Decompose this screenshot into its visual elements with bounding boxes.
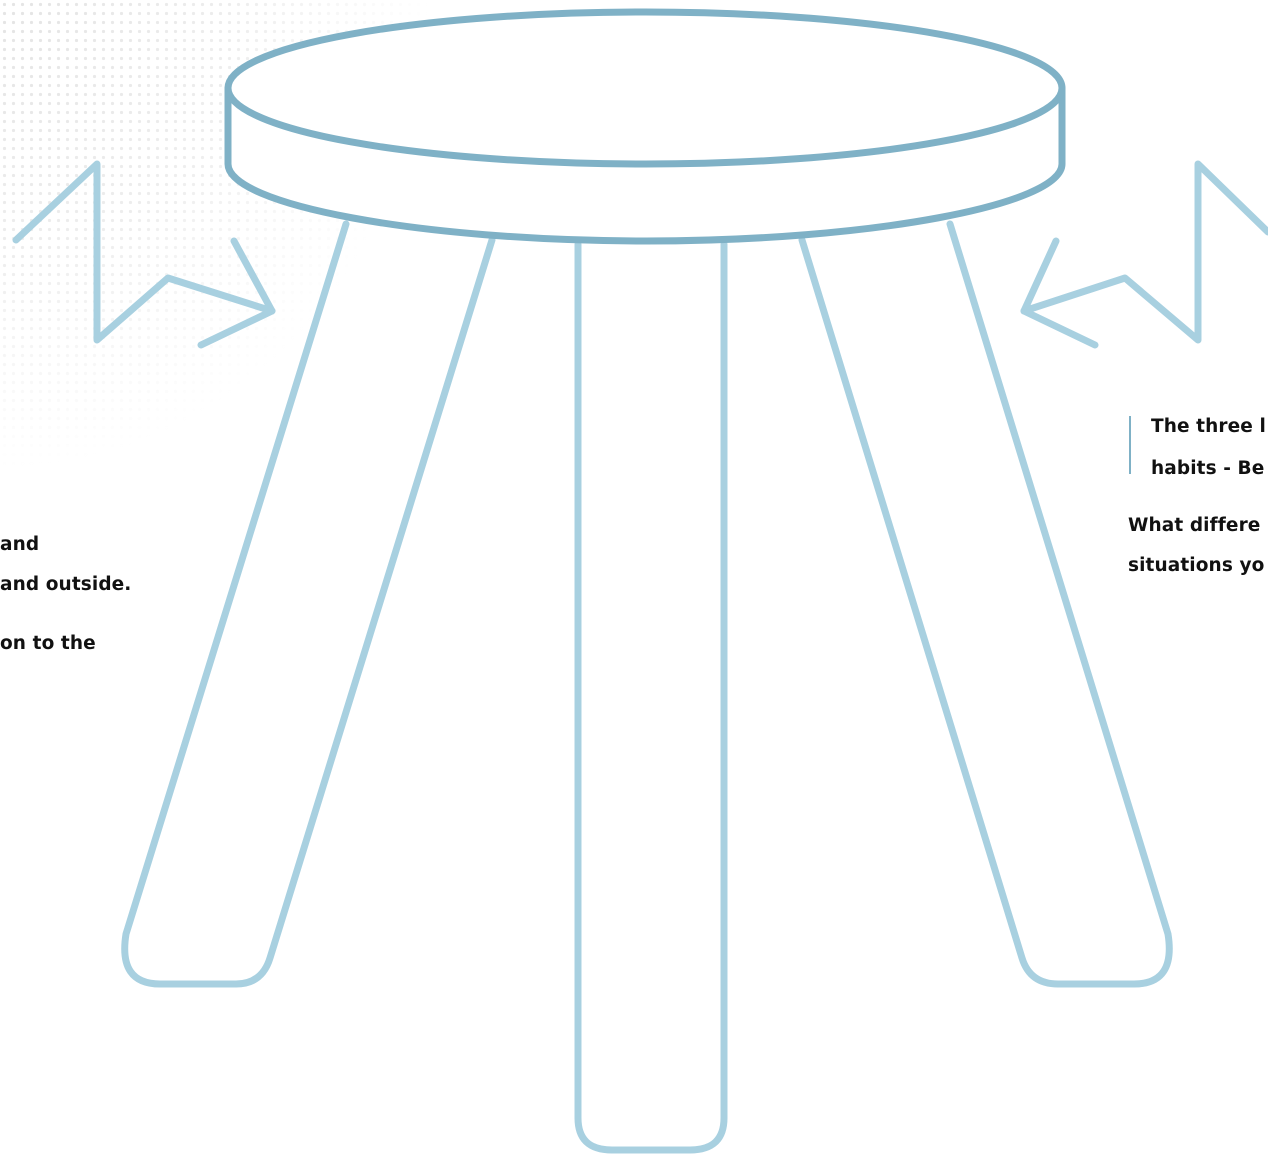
stool-leg-left: [125, 224, 492, 984]
stool-leg-center: [578, 244, 724, 1150]
left-text-line-1: and: [0, 534, 39, 556]
right-text-line-2: situations yo: [1128, 555, 1264, 577]
left-text-line-3: on to the: [0, 633, 96, 655]
right-text-line-1: What differe: [1128, 515, 1260, 537]
stool-seat: [228, 12, 1062, 241]
quote-bar: [1129, 416, 1131, 474]
right-quote-line-2: habits - Be: [1151, 458, 1264, 480]
left-text-line-2: and outside.: [0, 574, 131, 596]
right-quote-line-1: The three l: [1151, 416, 1266, 438]
right-zigzag-arrow-icon: [1024, 164, 1268, 345]
left-zigzag-arrow-icon: [16, 164, 272, 345]
stool-leg-right: [802, 224, 1169, 984]
